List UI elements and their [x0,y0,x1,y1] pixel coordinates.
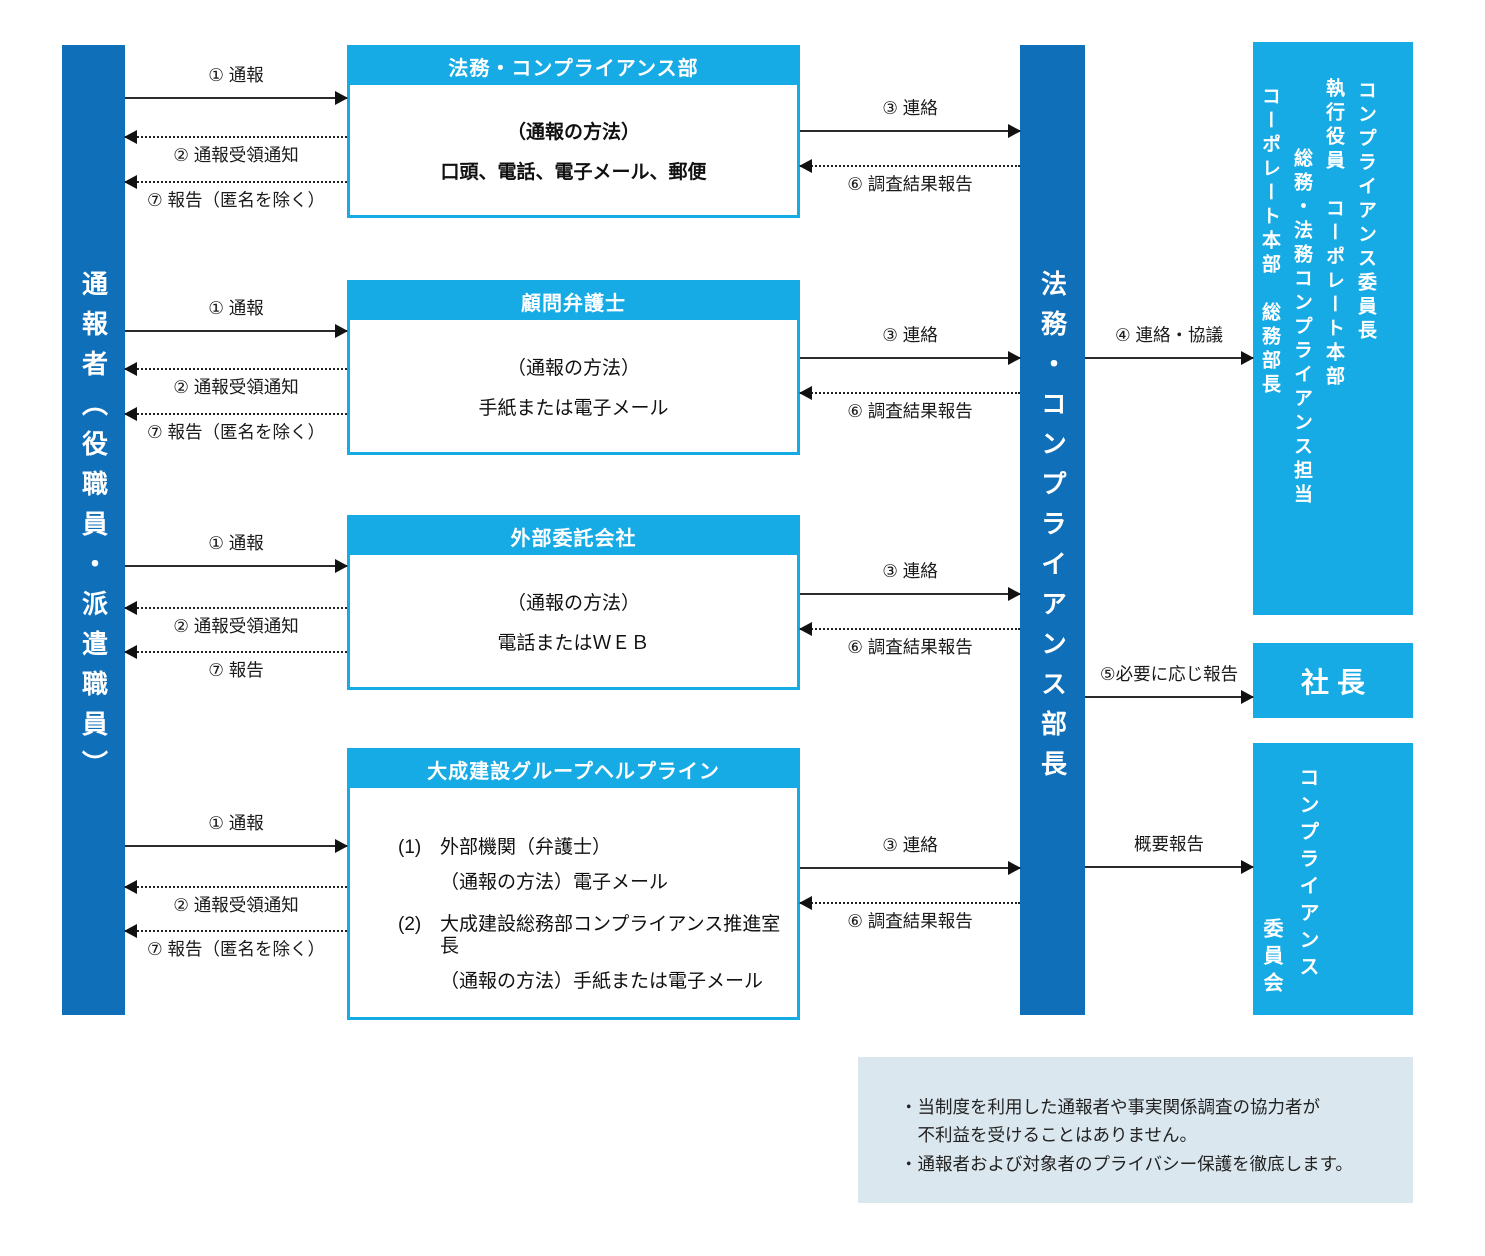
arrow-receipt-3 [124,601,347,615]
president-label: 社長 [1300,666,1373,698]
label-feedback-4: ⑦ 報告（匿名を除く） [146,939,326,959]
arrow-contact-1 [800,124,1021,138]
arrow-result-2 [799,386,1020,400]
note-line: 不利益を受けることはありません。 [900,1125,1197,1146]
arrow-consult [1085,351,1254,365]
reporter-bar: 通報者（役職員・派遣職員） [62,45,125,1015]
channel-box-outsourced-company: 外部委託会社 （通報の方法） 電話またはＷＥＢ [347,515,800,690]
arrow-contact-3 [800,587,1021,601]
channel-body: (1) 外部機関（弁護士） （通報の方法）電子メール (2) 大成建設総務部コン… [350,789,797,1017]
helpline-item-name: 外部機関（弁護士） [440,837,612,858]
label-receipt-3: ② 通報受領通知 [173,616,299,636]
manager-bar-label: 法務・コンプライアンス部長 [1037,270,1068,790]
label-receipt-1: ② 通報受領通知 [173,145,299,165]
arrow-report-to-president [1085,690,1254,704]
role-compliance-committee-chair: コンプライアンス委員長 [1355,80,1376,344]
arrow-result-3 [799,622,1020,636]
arrow-result-1 [799,159,1020,173]
channel-title: 外部委託会社 [349,517,798,555]
helpline-item: (2) 大成建設総務部コンプライアンス推進室長 （通報の方法）手紙または電子メー… [398,914,787,993]
arrow-summary-report [1085,860,1254,874]
label-receipt-4: ② 通報受領通知 [173,895,299,915]
helpline-item-method: （通報の方法）手紙または電子メール [440,971,764,992]
label-receipt-2: ② 通報受領通知 [173,377,299,397]
label-result-3: ⑥ 調査結果報告 [847,637,973,657]
arrow-report-3 [125,559,348,573]
label-contact-2: ③ 連絡 [882,325,938,345]
president-box: 社長 [1253,643,1413,718]
helpline-item-method: （通報の方法）電子メール [440,872,669,893]
helpline-item-number: (1) [398,837,422,858]
label-contact-4: ③ 連絡 [882,835,938,855]
helpline-item-number: (2) [398,914,422,935]
label-report-4: ① 通報 [208,813,264,833]
role-executive-officer-line1: 執行役員 コーポレート本部 [1323,78,1344,390]
label-summary-report: 概要報告 [1134,834,1204,854]
label-result-1: ⑥ 調査結果報告 [847,174,973,194]
arrow-report-2 [125,324,348,338]
arrow-feedback-3 [124,645,347,659]
role-general-affairs-gm: コーポレート本部 総務部長 [1259,86,1280,398]
helpline-item: (1) 外部機関（弁護士） （通報の方法）電子メール [398,837,787,894]
arrow-receipt-4 [124,880,347,894]
label-report-1: ① 通報 [208,65,264,85]
committee-label: コンプライアンス 委員会 [1260,767,1318,999]
method-heading: （通報の方法） [506,358,640,379]
label-feedback-3: ⑦ 報告 [208,660,264,680]
channel-box-legal-compliance-dept: 法務・コンプライアンス部 （通報の方法） 口頭、電話、電子メール、郵便 [347,45,800,218]
note-line: ・通報者および対象者のプライバシー保護を徹底します。 [900,1153,1353,1174]
channel-box-group-helpline: 大成建設グループヘルプライン (1) 外部機関（弁護士） （通報の方法）電子メー… [347,748,800,1020]
role-executive-officer-line2: 総務・法務コンプライアンス担当 [1291,148,1312,508]
executives-roles: コンプライアンス委員長 執行役員 コーポレート本部 総務・法務コンプライアンス担… [1253,42,1397,615]
label-result-2: ⑥ 調査結果報告 [847,401,973,421]
channel-title: 法務・コンプライアンス部 [349,47,798,85]
method-heading: （通報の方法） [506,122,640,143]
arrow-contact-2 [800,351,1021,365]
arrow-feedback-4 [124,924,347,938]
label-result-4: ⑥ 調査結果報告 [847,911,973,931]
method-heading: （通報の方法） [506,593,640,614]
executives-box: コンプライアンス委員長 執行役員 コーポレート本部 総務・法務コンプライアンス担… [1253,42,1413,615]
method-detail: 電話またはＷＥＢ [497,633,650,654]
method-detail: 口頭、電話、電子メール、郵便 [440,162,707,183]
label-report-3: ① 通報 [208,533,264,553]
channel-body: （通報の方法） 口頭、電話、電子メール、郵便 [350,86,797,215]
arrow-feedback-1 [124,175,347,189]
manager-bar: 法務・コンプライアンス部長 [1020,45,1085,1015]
arrow-report-4 [125,839,348,853]
channel-title: 顧問弁護士 [349,282,798,320]
arrow-result-4 [799,896,1020,910]
channel-body: （通報の方法） 電話またはＷＥＢ [350,556,797,687]
arrow-report-1 [125,91,348,105]
channel-box-corporate-lawyer: 顧問弁護士 （通報の方法） 手紙または電子メール [347,280,800,455]
label-report-to-president: ⑤必要に応じ報告 [1099,664,1239,684]
reporter-bar-label: 通報者（役職員・派遣職員） [78,270,109,790]
compliance-committee-box: コンプライアンス 委員会 [1253,743,1413,1015]
method-detail: 手紙または電子メール [478,398,669,419]
arrow-feedback-2 [124,407,347,421]
label-feedback-2: ⑦ 報告（匿名を除く） [146,422,326,442]
label-contact-1: ③ 連絡 [882,98,938,118]
channel-title: 大成建設グループヘルプライン [349,750,798,788]
label-contact-3: ③ 連絡 [882,561,938,581]
label-consult: ④ 連絡・協議 [1114,325,1224,345]
arrow-receipt-2 [124,362,347,376]
note-line: ・当制度を利用した通報者や事実関係調査の協力者が [900,1097,1320,1117]
arrow-contact-4 [800,861,1021,875]
label-report-2: ① 通報 [208,298,264,318]
channel-body: （通報の方法） 手紙または電子メール [350,321,797,452]
label-feedback-1: ⑦ 報告（匿名を除く） [146,190,326,210]
protection-note: ・当制度を利用した通報者や事実関係調査の協力者が 不利益を受けることはありません… [858,1057,1413,1203]
arrow-receipt-1 [124,130,347,144]
helpline-item-name: 大成建設総務部コンプライアンス推進室長 [440,914,781,957]
